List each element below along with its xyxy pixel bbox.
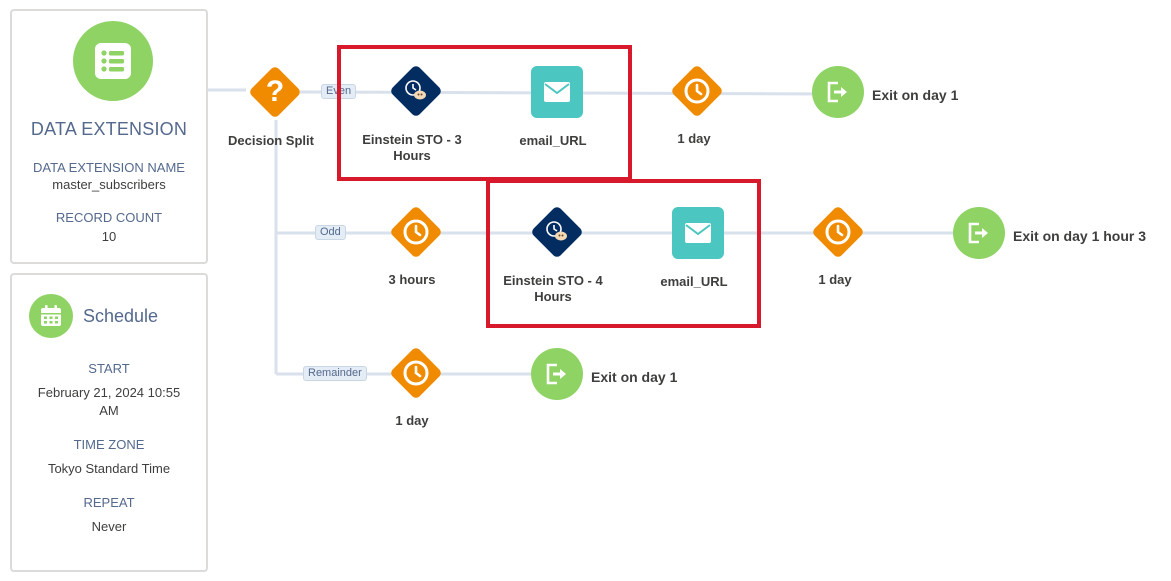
- exit-icon: [827, 81, 847, 103]
- email-url-label-even: email_URL: [519, 133, 587, 148]
- exit-node-even[interactable]: [812, 66, 864, 118]
- path-tag-odd: Odd: [315, 225, 346, 240]
- einstein-sto-3h-label-1: Einstein STO - 3: [362, 132, 462, 147]
- timezone-value: Tokyo Standard Time: [47, 461, 171, 476]
- start-value-line1: February 21, 2024 10:55: [37, 385, 181, 400]
- wait-1-day-label-odd: 1 day: [818, 272, 852, 287]
- calendar-icon: [29, 294, 73, 338]
- record-count-value: 10: [101, 229, 117, 244]
- exit-node-odd[interactable]: [953, 207, 1005, 259]
- exit-label-odd: Exit on day 1 hour 3: [1013, 228, 1147, 244]
- einstein-sto-3h-label-2: Hours: [393, 148, 431, 163]
- question-icon: ?: [265, 75, 285, 108]
- path-tag-remainder: Remainder: [303, 366, 367, 381]
- einstein-sto-3h-node[interactable]: [389, 64, 443, 118]
- list-icon: [73, 21, 153, 101]
- clock-icon: [670, 64, 724, 118]
- wait-1-day-node-even[interactable]: [670, 64, 724, 118]
- wait-1-day-node-odd[interactable]: [811, 205, 865, 259]
- einstein-clock-icon: [389, 64, 443, 118]
- schedule-card[interactable]: Schedule START February 21, 2024 10:55 A…: [10, 273, 208, 572]
- repeat-value: Never: [91, 519, 127, 534]
- decision-split-node[interactable]: ?: [248, 65, 302, 119]
- decision-split-label: Decision Split: [228, 133, 314, 148]
- repeat-label: REPEAT: [83, 495, 135, 510]
- wait-3-hours-node[interactable]: [389, 205, 443, 259]
- data-extension-title: DATA EXTENSION: [30, 119, 188, 139]
- clock-icon: [811, 205, 865, 259]
- wait-3-hours-label: 3 hours: [388, 272, 436, 287]
- wait-1-day-label-remainder: 1 day: [395, 413, 429, 428]
- data-extension-name-label: DATA EXTENSION NAME: [33, 160, 185, 175]
- einstein-sto-4h-label-1: Einstein STO - 4: [503, 273, 603, 288]
- highlight-box-odd: [486, 179, 761, 328]
- einstein-sto-4h-node[interactable]: [530, 205, 584, 259]
- start-label: START: [88, 361, 130, 376]
- exit-label-remainder: Exit on day 1: [591, 369, 678, 385]
- clock-icon: [389, 346, 443, 400]
- wait-1-day-label-even: 1 day: [677, 131, 711, 146]
- data-extension-card[interactable]: DATA EXTENSION DATA EXTENSION NAME maste…: [10, 9, 208, 264]
- email-url-node-odd[interactable]: [672, 207, 724, 259]
- exit-node-remainder[interactable]: [531, 348, 583, 400]
- record-count-label: RECORD COUNT: [55, 210, 163, 225]
- envelope-icon: [544, 82, 570, 102]
- start-value-line2: AM: [99, 403, 119, 418]
- schedule-title: Schedule: [83, 306, 159, 326]
- clock-icon: [389, 205, 443, 259]
- envelope-icon: [685, 223, 711, 243]
- wait-1-day-node-remainder[interactable]: [389, 346, 443, 400]
- exit-icon: [546, 363, 566, 385]
- exit-icon: [968, 222, 988, 244]
- einstein-clock-icon: [530, 205, 584, 259]
- email-url-label-odd: email_URL: [660, 274, 728, 289]
- email-url-node-even[interactable]: [531, 66, 583, 118]
- data-extension-name-value: master_subscribers: [52, 177, 166, 192]
- einstein-sto-4h-label-2: Hours: [534, 289, 572, 304]
- exit-label-even: Exit on day 1: [872, 87, 959, 103]
- timezone-label: TIME ZONE: [73, 437, 145, 452]
- highlight-box-even: [337, 45, 632, 181]
